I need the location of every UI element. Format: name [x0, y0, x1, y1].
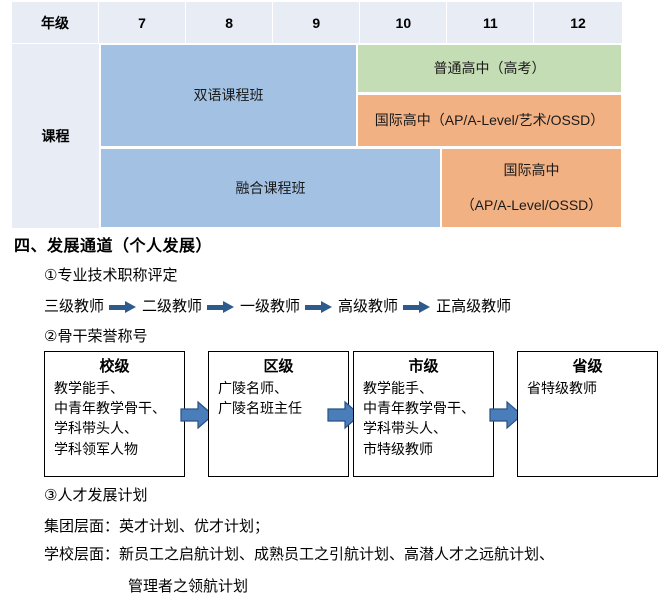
plan-school-level-line2: 管理者之领航计划: [128, 578, 249, 595]
cell-international-highschool-upper: 国际高中（AP/A-Level/艺术/OSSD）: [357, 94, 622, 147]
item-professional-title: ①专业技术职称评定: [44, 267, 178, 284]
table-header-row: 年级 7 8 9 10 11 12: [12, 2, 622, 43]
arrow-right-icon: [305, 300, 333, 314]
honour-line: 学科带头人、: [54, 420, 138, 437]
honour-line: 学科带头人、: [363, 420, 447, 437]
cell-international-lower-line2: （AP/A-Level/OSSD）: [460, 197, 603, 213]
rank-step-3: 一级教师: [240, 298, 301, 315]
block-arrow-right-icon: [327, 400, 361, 430]
item-talent-development-plan: ③人才发展计划: [44, 487, 148, 504]
honour-box-body: 广陵名师、 广陵名班主任: [209, 378, 348, 419]
honour-line: 省特级教师: [527, 379, 597, 396]
honour-box-body: 教学能手、 中青年教学骨干、 学科带头人、 学科领军人物: [45, 378, 184, 459]
row-label-course: 课程: [12, 44, 99, 228]
cell-bilingual-class: 双语课程班: [100, 44, 357, 147]
header-cell-grade-12: 12: [534, 2, 622, 43]
honour-line: 教学能手、: [54, 379, 124, 396]
honour-line: 市特级教师: [363, 440, 433, 457]
section-heading: 四、发展通道（个人发展）: [14, 238, 213, 255]
rank-step-1: 三级教师: [44, 298, 105, 315]
header-cell-grade-label: 年级: [12, 2, 99, 43]
header-cell-grade-9: 9: [273, 2, 361, 43]
honour-line: 中青年教学骨干、: [363, 400, 475, 417]
block-arrow-right-icon: [180, 400, 214, 430]
header-cell-grade-11: 11: [447, 2, 535, 43]
honour-box-province-level: 省级 省特级教师: [517, 351, 658, 477]
cell-regular-highschool: 普通高中（高考）: [357, 44, 622, 93]
cell-fusion-class: 融合课程班: [100, 148, 441, 228]
plan-group-level: 集团层面：英才计划、优才计划；: [44, 518, 270, 535]
honour-line: 教学能手、: [363, 379, 433, 396]
curriculum-table: 年级 7 8 9 10 11 12 课程 双语课程班 普通高中（高考） 国际高中…: [12, 2, 622, 228]
honour-line: 广陵名班主任: [218, 400, 302, 417]
honour-box-school-level: 校级 教学能手、 中青年教学骨干、 学科带头人、 学科领军人物: [44, 351, 185, 477]
arrow-right-icon: [403, 300, 431, 314]
honour-box-title: 市级: [408, 358, 439, 375]
teacher-rank-ladder: 三级教师 二级教师 一级教师 高级教师 正高级教师: [44, 298, 511, 316]
header-cell-grade-7: 7: [99, 2, 187, 43]
cell-international-highschool-lower: 国际高中 （AP/A-Level/OSSD）: [441, 148, 622, 228]
honour-box-body: 省特级教师: [518, 378, 657, 398]
header-cell-grade-10: 10: [360, 2, 448, 43]
honour-line: 广陵名师、: [218, 379, 288, 396]
honour-box-district-level: 区级 广陵名师、 广陵名班主任: [208, 351, 349, 477]
honour-box-title: 区级: [263, 358, 294, 375]
honour-line: 中青年教学骨干、: [54, 400, 166, 417]
honour-box-city-level: 市级 教学能手、 中青年教学骨干、 学科带头人、 市特级教师: [353, 351, 494, 477]
plan-school-level-line1: 学校层面：新员工之启航计划、成熟员工之引航计划、高潜人才之远航计划、: [44, 546, 555, 563]
arrow-right-icon: [109, 300, 137, 314]
item-honour-titles: ②骨干荣誉称号: [44, 328, 148, 345]
honour-line: 学科领军人物: [54, 440, 138, 457]
block-arrow-right-icon: [489, 400, 523, 430]
honour-box-body: 教学能手、 中青年教学骨干、 学科带头人、 市特级教师: [354, 378, 493, 459]
rank-step-4: 高级教师: [338, 298, 399, 315]
honour-box-title: 省级: [572, 358, 603, 375]
rank-step-2: 二级教师: [142, 298, 203, 315]
cell-international-lower-line1: 国际高中: [503, 162, 560, 178]
arrow-right-icon: [207, 300, 235, 314]
rank-step-5: 正高级教师: [436, 298, 512, 315]
honour-box-title: 校级: [99, 358, 130, 375]
header-cell-grade-8: 8: [186, 2, 274, 43]
